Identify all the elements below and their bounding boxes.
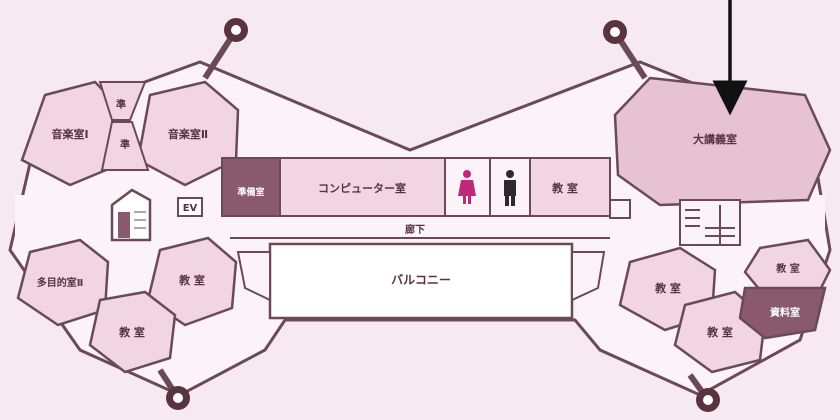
computer-room-label: コンピューター室 (318, 181, 406, 195)
male-restroom-icon (504, 170, 516, 206)
classroom-center-label: 教 室 (551, 181, 578, 195)
balcony-label: バルコニー (391, 273, 451, 287)
prep-room-dark-label: 準備室 (237, 186, 264, 198)
female-restroom-icon (458, 170, 476, 204)
lecture-hall-label: 大講義室 (693, 132, 737, 146)
materials-room-label: 資料室 (770, 306, 800, 319)
music-room-2-label: 音楽室Ⅱ (168, 127, 208, 141)
lamp-post-icon (157, 368, 190, 410)
prep-room-upper (98, 81, 147, 121)
classroom-right-c-label: 教 室 (775, 262, 799, 275)
multipurpose-room-2-label: 多目的室Ⅱ (37, 276, 84, 289)
lamp-post-icon (202, 18, 248, 80)
lamp-post-icon (687, 373, 720, 412)
stairs-icon (110, 188, 152, 242)
classroom-left-a-label: 教 室 (178, 273, 205, 287)
balcony-step-left (236, 251, 271, 302)
balcony (268, 242, 574, 320)
prep-room-lower-label: 準 (120, 138, 130, 151)
prep-room-upper-label: 準 (116, 98, 126, 111)
balcony-step-right (571, 251, 606, 302)
classroom-right-b-label: 教 室 (706, 325, 733, 339)
closet (609, 199, 631, 219)
prep-room-lower (100, 121, 150, 171)
classroom-center (529, 157, 611, 217)
classroom-left-b-label: 教 室 (118, 325, 145, 339)
elevator (177, 197, 203, 217)
stairs-icon (679, 199, 741, 246)
lamp-post-icon (603, 20, 648, 80)
classroom-right-a-label: 教 室 (654, 281, 681, 295)
corridor-label: 廊下 (405, 223, 425, 236)
materials-room (738, 286, 827, 340)
prep-room-dark (221, 157, 281, 217)
classroom-left-b (88, 290, 177, 374)
elevator-label: EV (183, 203, 198, 214)
music-room-1-label: 音楽室Ⅰ (51, 127, 88, 141)
